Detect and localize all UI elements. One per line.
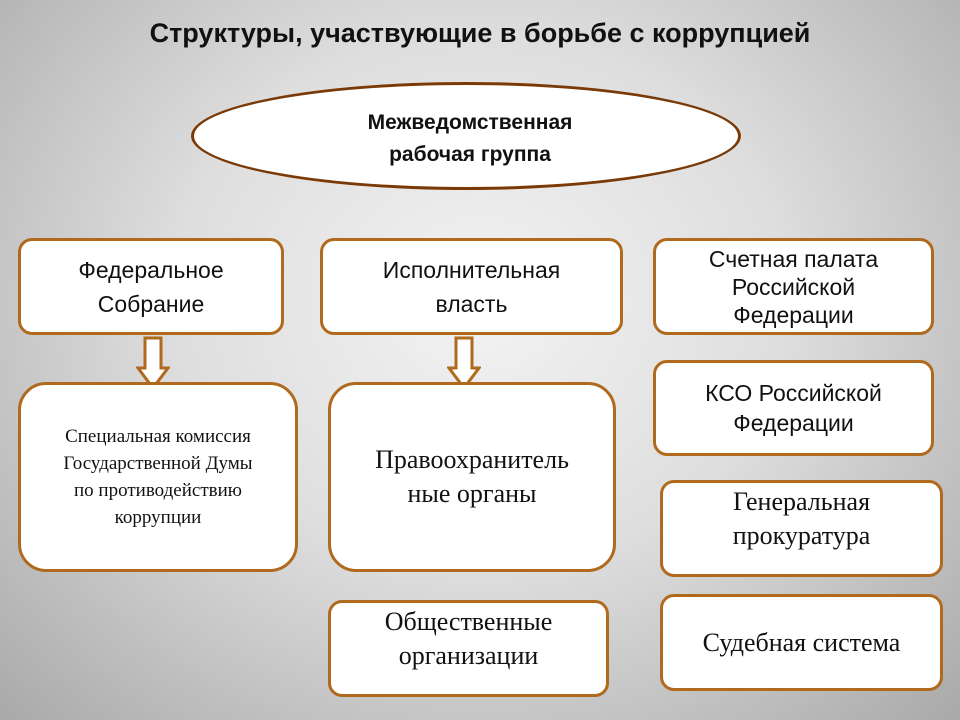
federal-assembly-line-1: Федеральное [78, 256, 224, 283]
accounts-chamber-line-2: Российской [731, 273, 856, 300]
interagency-group-label: Межведомственная рабочая группа [270, 107, 670, 171]
federal-assembly-box: Федеральное Собрание [18, 238, 284, 335]
prosecutor-office-line-2: прокуратура [732, 521, 871, 550]
duma-commission-line-3: по противодействию [74, 480, 242, 501]
public-organizations-line-1: Общественные [384, 607, 553, 636]
page-title: Структуры, участвующие в борьбе с корруп… [149, 18, 811, 48]
oval-line-1: Межведомственная [367, 111, 573, 134]
prosecutor-office-box: Генеральная прокуратура [660, 480, 943, 577]
kso-line-1: КСО Российской [705, 380, 882, 406]
duma-commission-line-4: коррупции [114, 507, 202, 528]
executive-power-box: Исполнительная власть [320, 238, 623, 335]
kso-box: КСО Российской Федерации [653, 360, 934, 456]
public-organizations-box: Общественные организации [328, 600, 609, 697]
arrow-down-icon [136, 336, 170, 391]
law-enforcement-line-2: ные органы [407, 479, 537, 508]
law-enforcement-box: Правоохранитель ные органы [328, 382, 616, 572]
duma-commission-line-1: Специальная комиссия [65, 426, 251, 447]
judicial-system-box: Судебная система [660, 594, 943, 691]
oval-line-2: рабочая группа [389, 143, 551, 166]
duma-commission-line-2: Государственной Думы [63, 453, 253, 474]
executive-power-line-1: Исполнительная [382, 256, 561, 283]
public-organizations-line-2: организации [398, 641, 539, 670]
accounts-chamber-box: Счетная палата Российской Федерации [653, 238, 934, 335]
duma-commission-box: Специальная комиссия Государственной Дум… [18, 382, 298, 572]
kso-line-2: Федерации [733, 410, 854, 436]
federal-assembly-line-2: Собрание [97, 290, 205, 317]
judicial-system-line-1: Судебная система [702, 627, 901, 657]
accounts-chamber-line-1: Счетная палата [708, 245, 879, 272]
prosecutor-office-line-1: Генеральная [732, 487, 871, 516]
accounts-chamber-line-3: Федерации [733, 301, 854, 328]
law-enforcement-line-1: Правоохранитель [375, 445, 569, 474]
arrow-down-icon [447, 336, 481, 391]
interagency-group-oval [191, 82, 741, 190]
executive-power-line-2: власть [435, 290, 508, 317]
